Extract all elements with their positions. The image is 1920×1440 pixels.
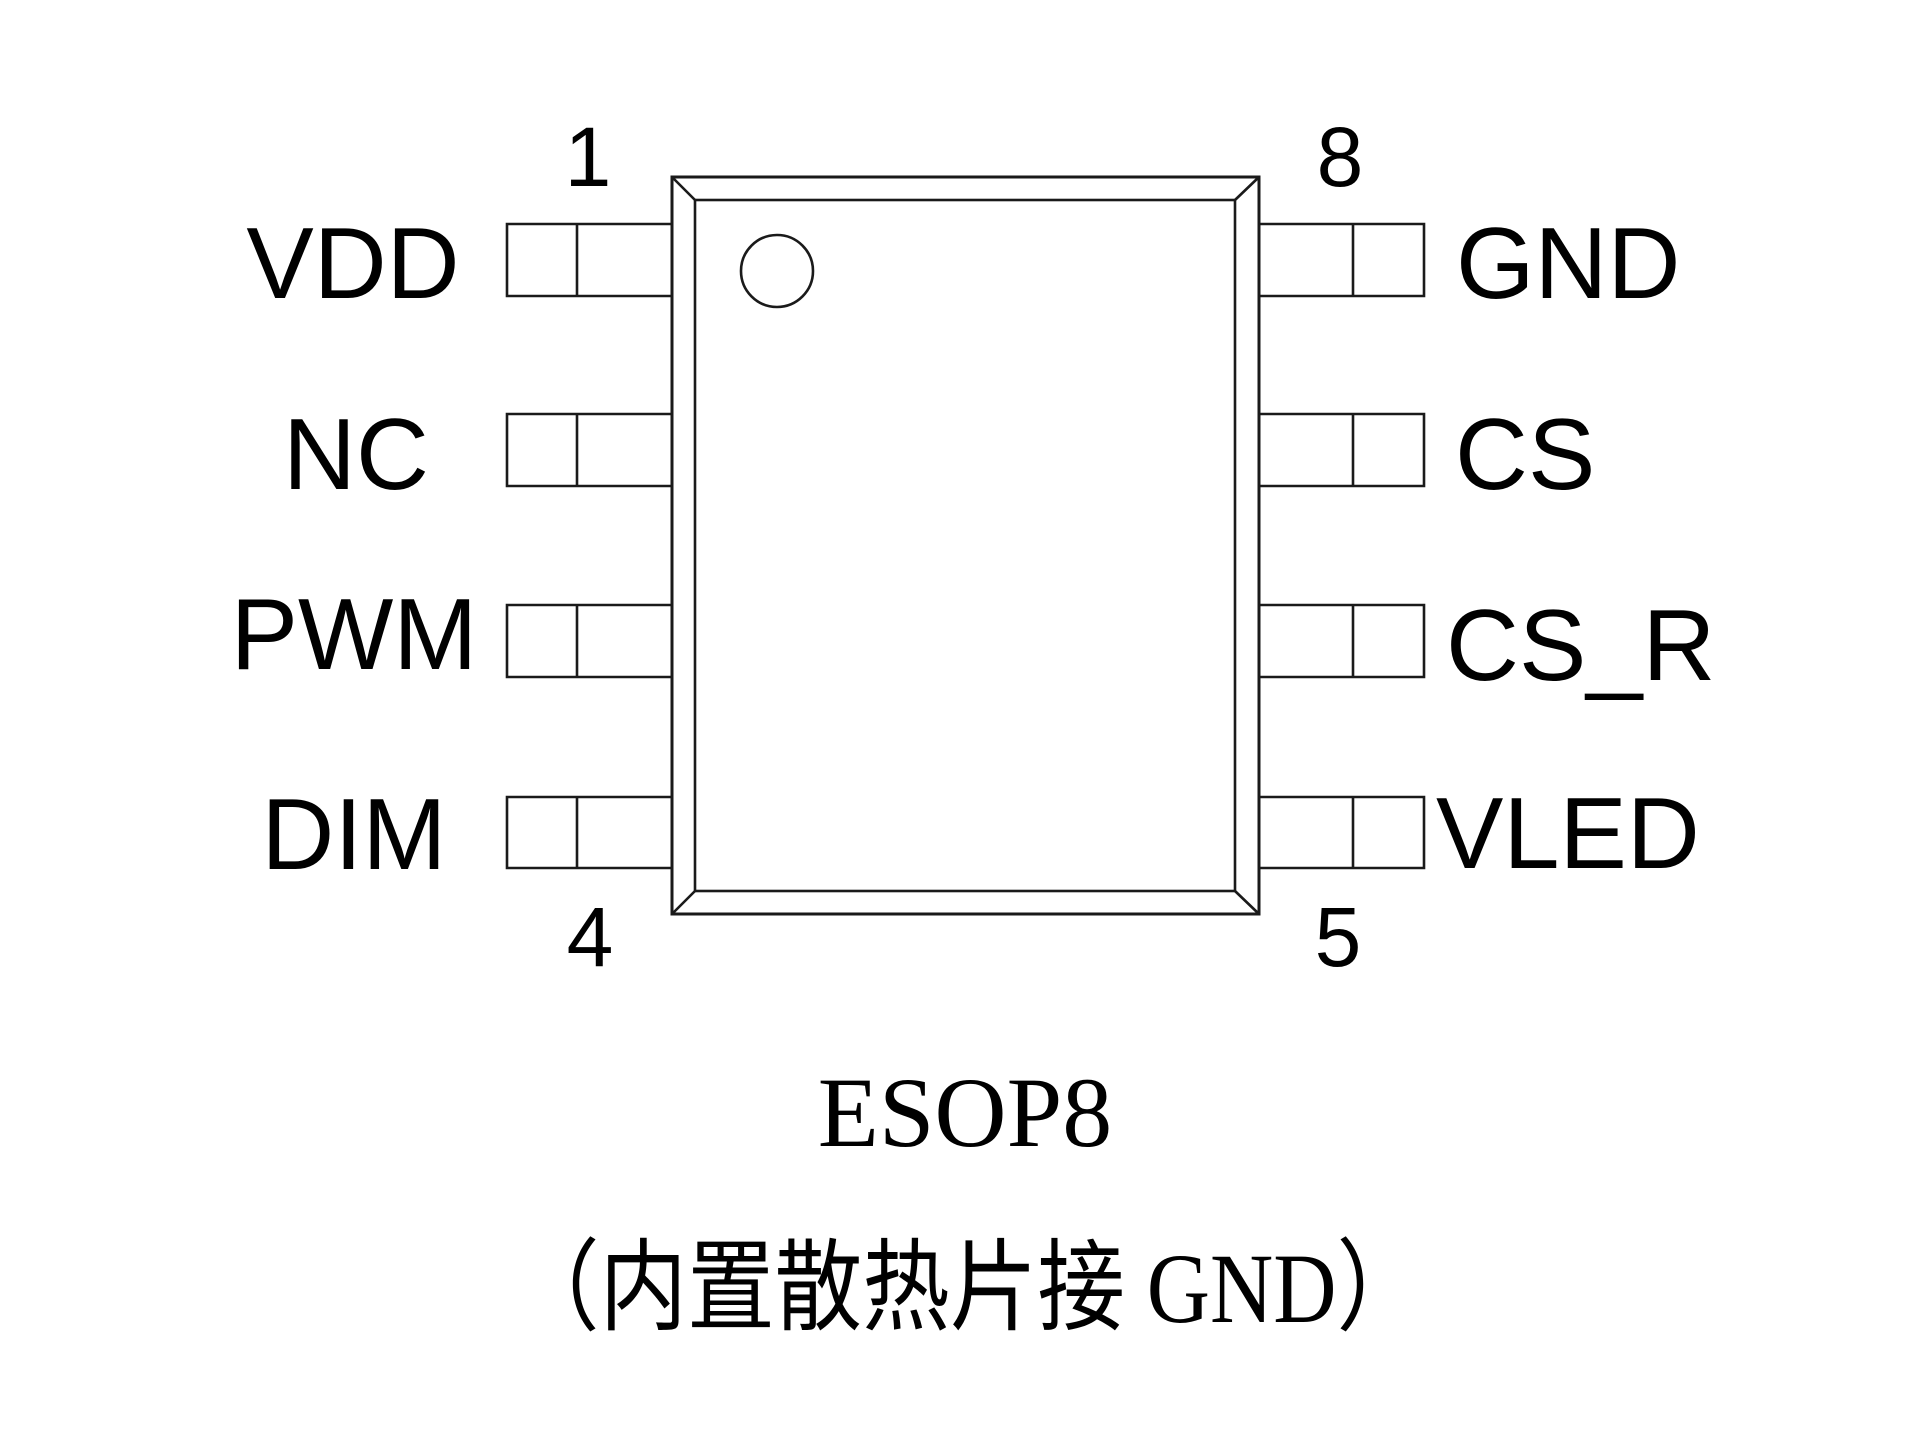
pin-7 <box>1259 412 1426 488</box>
pin-lead <box>1259 222 1426 298</box>
package-note: （内置散热片接 GND） <box>512 1233 1424 1344</box>
left-pins <box>505 222 672 870</box>
package-body-outer <box>670 175 1261 916</box>
pin-4 <box>505 795 672 870</box>
package-name: ESOP8 <box>818 1057 1113 1168</box>
pin-lead <box>505 412 672 488</box>
pin-label-pwm: PWM <box>231 579 478 691</box>
pin1-marker-icon <box>739 233 815 309</box>
bevel-bottom-left <box>671 890 696 915</box>
pin-label-gnd: GND <box>1456 208 1680 320</box>
pin-2 <box>505 412 672 488</box>
pin-label-cs-r: CS_R <box>1446 590 1715 702</box>
pin-label-nc: NC <box>283 399 429 511</box>
bevel-top-right <box>1234 176 1260 201</box>
pin-lead <box>1259 603 1426 679</box>
pin-lead <box>505 795 672 870</box>
pin-lead <box>1259 412 1426 488</box>
right-pins <box>1259 222 1426 870</box>
bevel-top-left <box>671 176 696 201</box>
pin-lead <box>505 603 672 679</box>
bevel-bottom-right <box>1234 890 1260 915</box>
pin-number-4: 4 <box>567 890 614 984</box>
pin-1 <box>505 222 672 298</box>
pin-6 <box>1259 603 1426 679</box>
pin-number-8: 8 <box>1317 110 1364 204</box>
pin-label-cs: CS <box>1455 399 1595 511</box>
pin-5 <box>1259 795 1426 870</box>
pin-8 <box>1259 222 1426 298</box>
pin-label-dim: DIM <box>261 779 446 891</box>
pin-number-1: 1 <box>565 110 612 204</box>
package-body-inner <box>693 198 1237 893</box>
pin-label-vdd: VDD <box>246 208 459 320</box>
pin-lead <box>1259 795 1426 870</box>
pin-lead <box>505 222 672 298</box>
pin-label-vled: VLED <box>1436 778 1700 890</box>
pin-number-5: 5 <box>1315 890 1362 984</box>
pin-3 <box>505 603 672 679</box>
